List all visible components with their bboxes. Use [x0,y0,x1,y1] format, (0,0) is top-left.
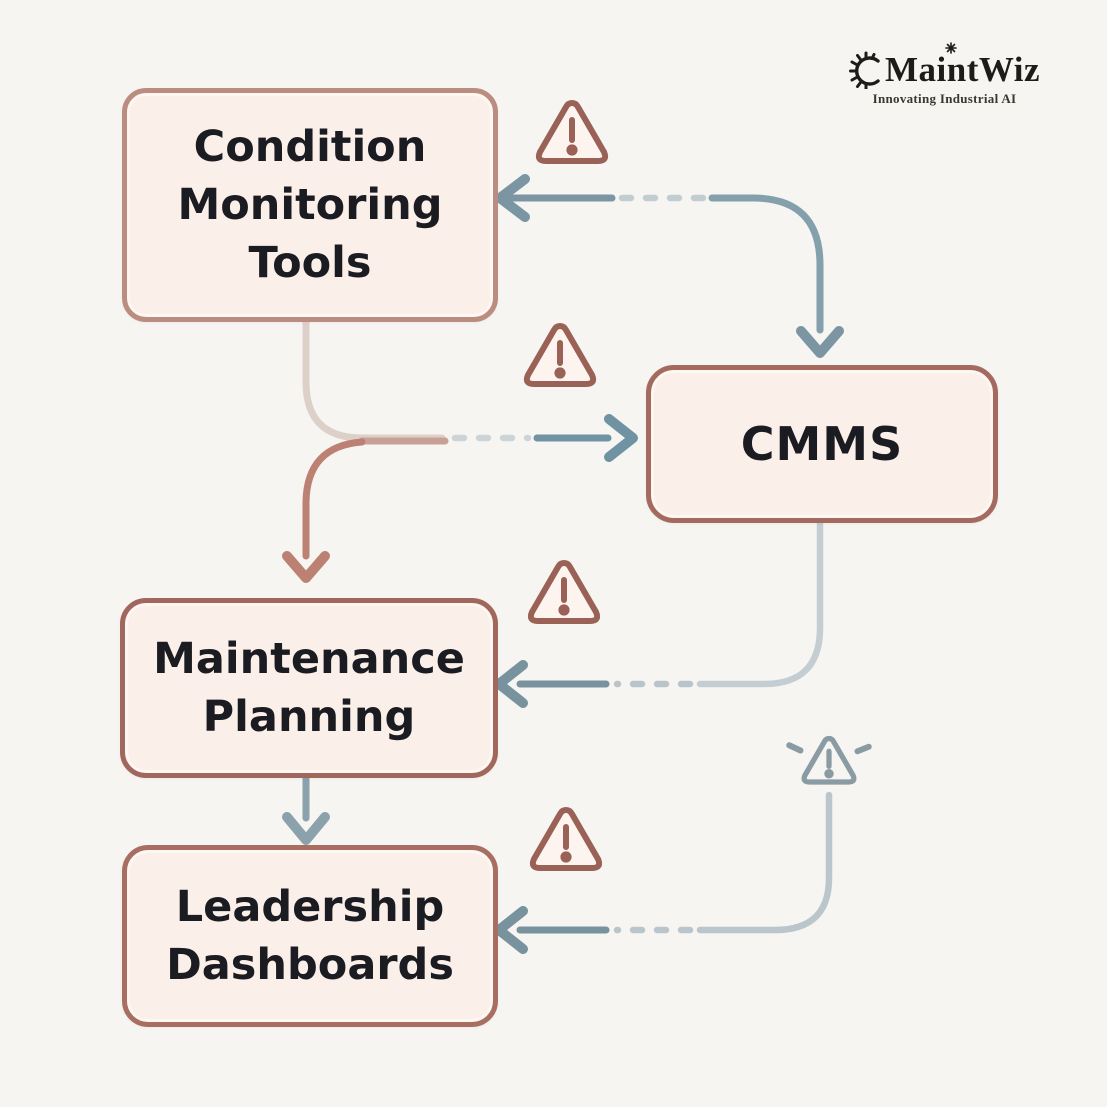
node-condition-monitoring-tools: Condition Monitoring Tools [122,88,498,322]
node-maintenance-planning: Maintenance Planning [120,598,498,778]
node-label: Condition Monitoring Tools [177,121,443,289]
warning-triangle-icon-middle [523,323,597,387]
sparkle-icon [945,42,957,54]
alert-triangle-icon-gray [786,735,872,785]
node-leadership-dashboards: Leadership Dashboards [122,845,498,1027]
node-label: CMMS [740,417,904,471]
warning-triangle-icon-dashboards [529,807,603,871]
node-cmms: CMMS [646,365,998,523]
warning-triangle-icon-top [535,100,609,164]
arrow-condition-monitoring-to-cmms [302,311,638,462]
arrow-cmms-to-maintenance-planning [494,512,824,708]
brand-logo: MaintWiz Innovating Industrial AI [837,42,1052,107]
arrow-cmms-to-leadership-dashboards [494,791,833,954]
node-label: Maintenance Planning [153,633,465,742]
arrow-cmms-to-condition-monitoring [495,174,844,358]
gear-icon [848,51,880,89]
node-label: Leadership Dashboards [166,881,454,990]
brand-name: MaintWiz [885,42,1040,90]
arrow-condition-monitoring-to-maintenance-planning [282,438,366,583]
warning-triangle-icon-planning [527,560,601,624]
brand-tagline: Innovating Industrial AI [872,91,1017,106]
arrow-maintenance-planning-to-leadership-dashboards [282,768,330,845]
